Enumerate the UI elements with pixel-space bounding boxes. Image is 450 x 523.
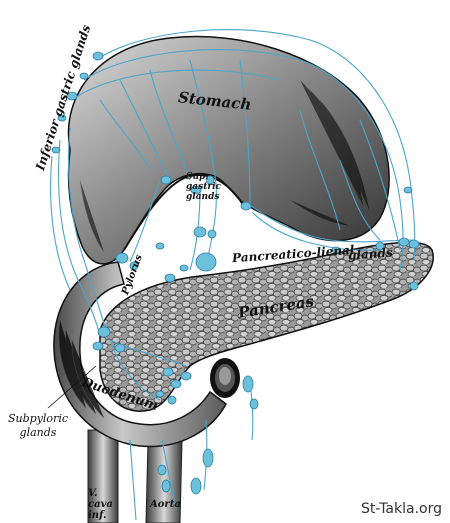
watermark: St-Takla.org [361, 501, 442, 517]
vena-cava-inferior-label: V. cava inf. [88, 488, 113, 521]
duodenum-shape [53, 261, 227, 448]
subpyloric-pointer [47, 365, 97, 409]
stomach-shape [67, 35, 390, 265]
subpyloric-glands-label: Subpyloric glands [8, 412, 68, 439]
superior-gastric-glands-label: Sup. gastric glands [186, 172, 221, 202]
lymph-nodes [51, 51, 420, 495]
aorta-label: Aorta [150, 499, 181, 510]
pancreas-shape [99, 241, 434, 412]
pancreatico-lienal-glands-label: glands [347, 245, 394, 263]
lymphatic-vessels [50, 29, 416, 521]
